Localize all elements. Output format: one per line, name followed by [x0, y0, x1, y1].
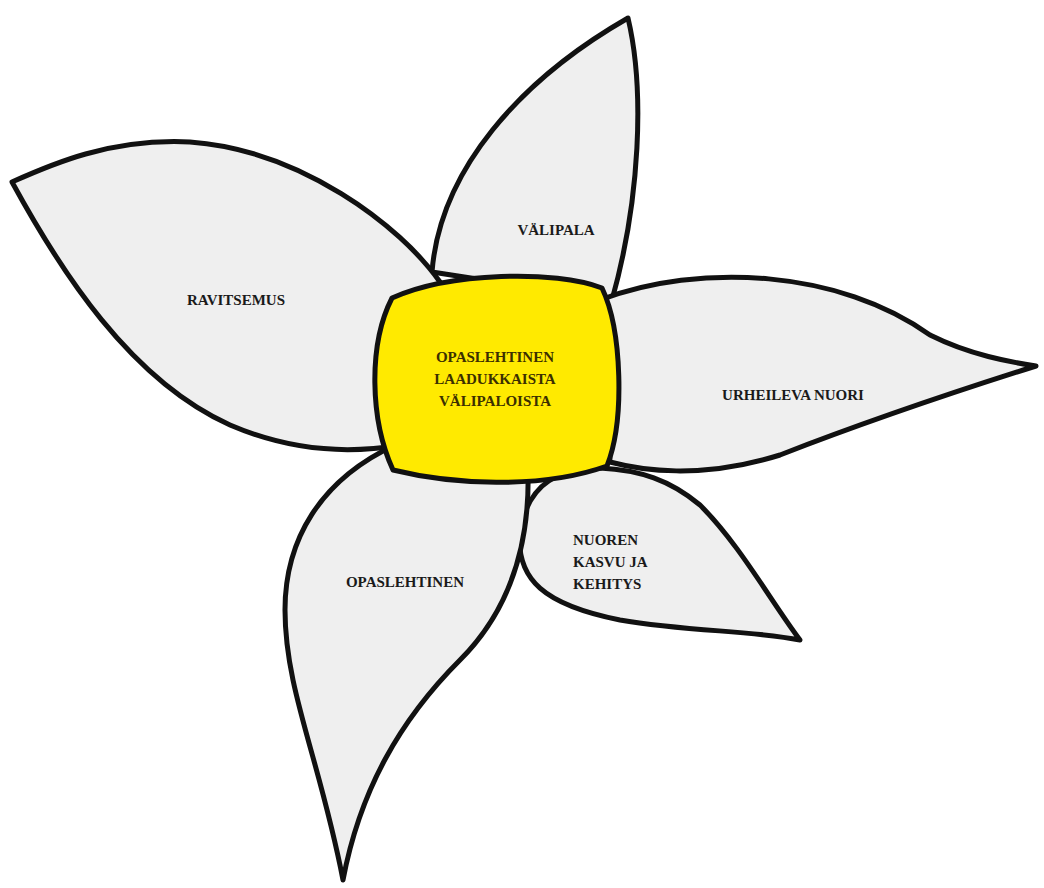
- petal-shape: [519, 468, 800, 640]
- node-label: URHEILEVA NUORI: [693, 385, 893, 407]
- petal-shape: [12, 142, 440, 450]
- node-label: OPASLEHTINEN LAADUKKAISTA VÄLIPALOISTA: [420, 347, 570, 412]
- outline: [510, 458, 810, 650]
- outline: [420, 8, 650, 312]
- node-label: NUOREN KASVU JA KEHITYS: [573, 530, 673, 595]
- outline: [594, 256, 1042, 488]
- center-circle-shape: [375, 276, 619, 482]
- petal-shape: [285, 445, 528, 880]
- petal: NUOREN KASVU JA KEHITYS: [510, 458, 810, 650]
- petal: URHEILEVA NUORI: [594, 256, 1042, 488]
- petal: OPASLEHTINEN: [274, 436, 538, 886]
- petal-shape: [432, 18, 638, 300]
- outline: [274, 436, 538, 886]
- petal: VÄLIPALA: [420, 8, 650, 312]
- node-label: RAVITSEMUS: [161, 290, 311, 312]
- node-label: VÄLIPALA: [501, 220, 611, 242]
- node-label: OPASLEHTINEN: [325, 572, 485, 594]
- petal-shape: [600, 277, 1036, 471]
- center-circle: OPASLEHTINEN LAADUKKAISTA VÄLIPALOISTA: [360, 260, 632, 496]
